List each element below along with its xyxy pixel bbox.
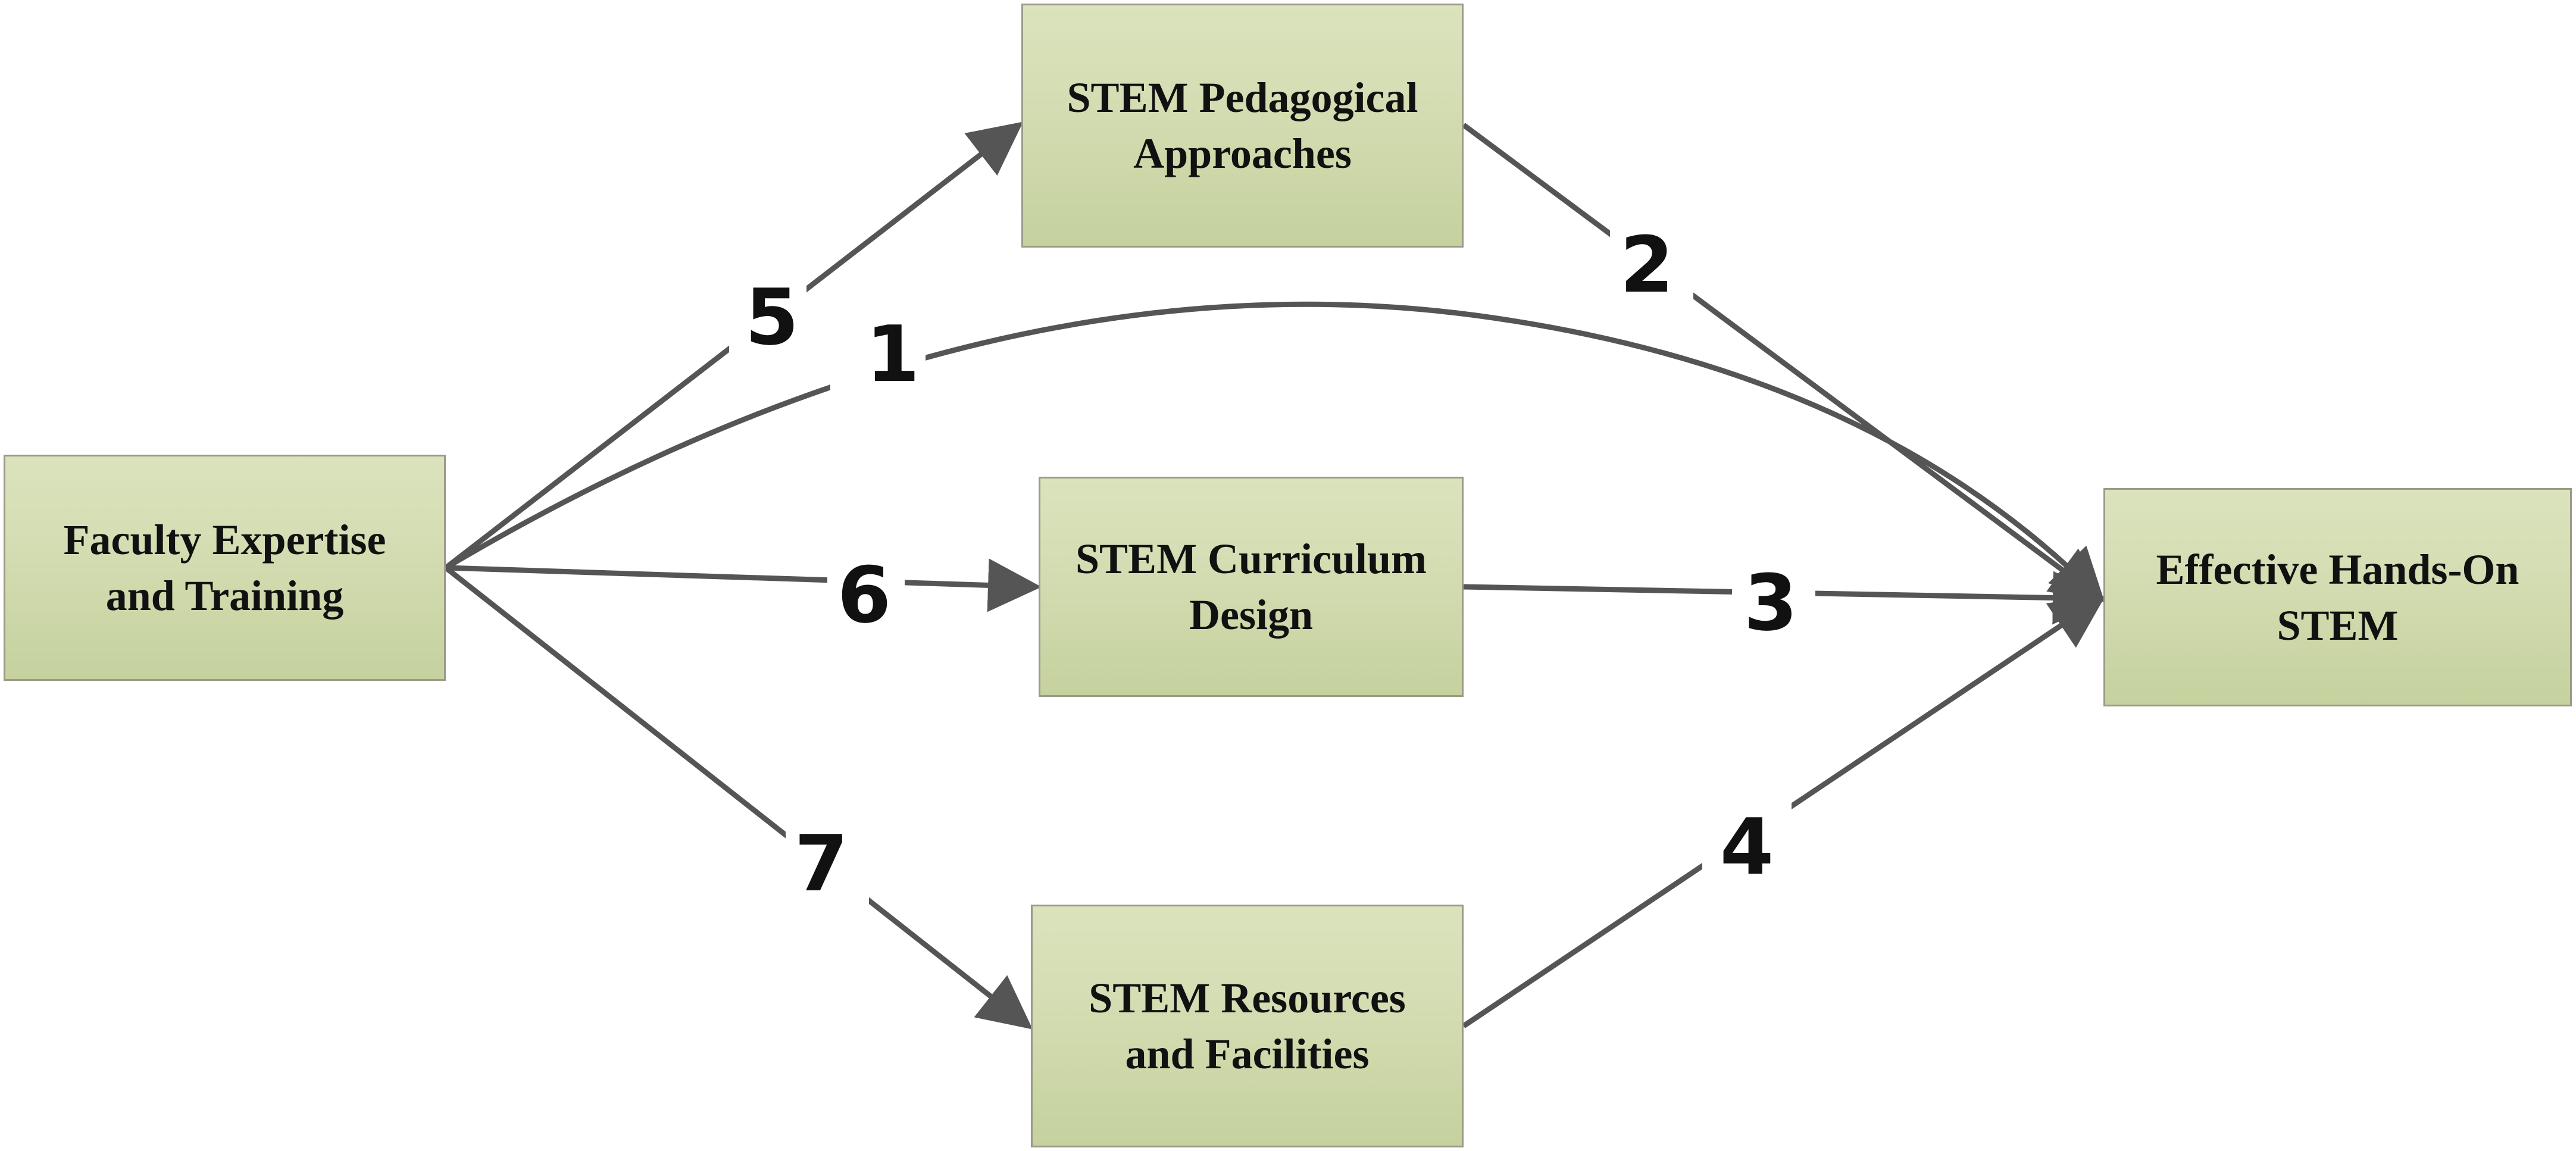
stem-pedagogical-approaches-box: STEM Pedagogical Approaches	[1021, 4, 1464, 248]
stem-pedagogical-approaches-label: STEM Pedagogical Approaches	[1067, 74, 1418, 177]
stem-resources-facilities-box: STEM Resources and Facilities	[1031, 905, 1464, 1147]
stem-resources-facilities-label: STEM Resources and Facilities	[1089, 974, 1406, 1078]
stem-curriculum-design-box: STEM Curriculum Design	[1039, 477, 1464, 697]
stem-curriculum-design-label: STEM Curriculum Design	[1075, 535, 1427, 639]
edge-label-1: 1	[866, 309, 920, 399]
edge-label-7: 7	[795, 818, 848, 909]
edge-label-6: 6	[837, 550, 891, 640]
effective-hands-on-stem-label: Effective Hands-On STEM	[2156, 545, 2519, 649]
edge-2-arrow	[1462, 123, 2106, 602]
effective-hands-on-stem-box: Effective Hands-On STEM	[2103, 488, 2572, 706]
edge-label-2: 2	[1620, 220, 1674, 310]
edge-7-arrow	[444, 565, 1033, 1030]
faculty-expertise-label: Faculty Expertise and Training	[63, 516, 386, 620]
edge-label-5: 5	[745, 272, 799, 362]
edge-label-3: 3	[1744, 558, 1797, 648]
edge-1-arrow	[444, 301, 2105, 603]
edge-6-arrow	[445, 558, 1042, 612]
edge-label-4: 4	[1720, 802, 1774, 892]
faculty-expertise-box: Faculty Expertise and Training	[4, 455, 446, 681]
